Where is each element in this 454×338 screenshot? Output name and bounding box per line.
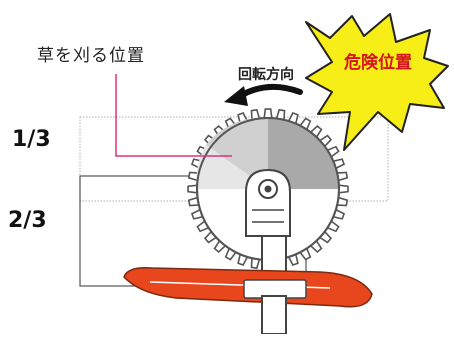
lower-fraction-label: 2/3 (8, 208, 47, 233)
cutting-position-label: 草を刈る位置 (37, 46, 145, 66)
cutting-leader-line (115, 74, 232, 157)
rotation-arrow-icon (224, 83, 303, 106)
danger-position-label: 危険位置 (343, 52, 412, 73)
danger-starburst-icon (305, 13, 449, 151)
danger-zone (268, 118, 339, 189)
rotation-direction-label: 回転方向 (238, 67, 294, 83)
upper-fraction-label: 1/3 (12, 127, 51, 152)
